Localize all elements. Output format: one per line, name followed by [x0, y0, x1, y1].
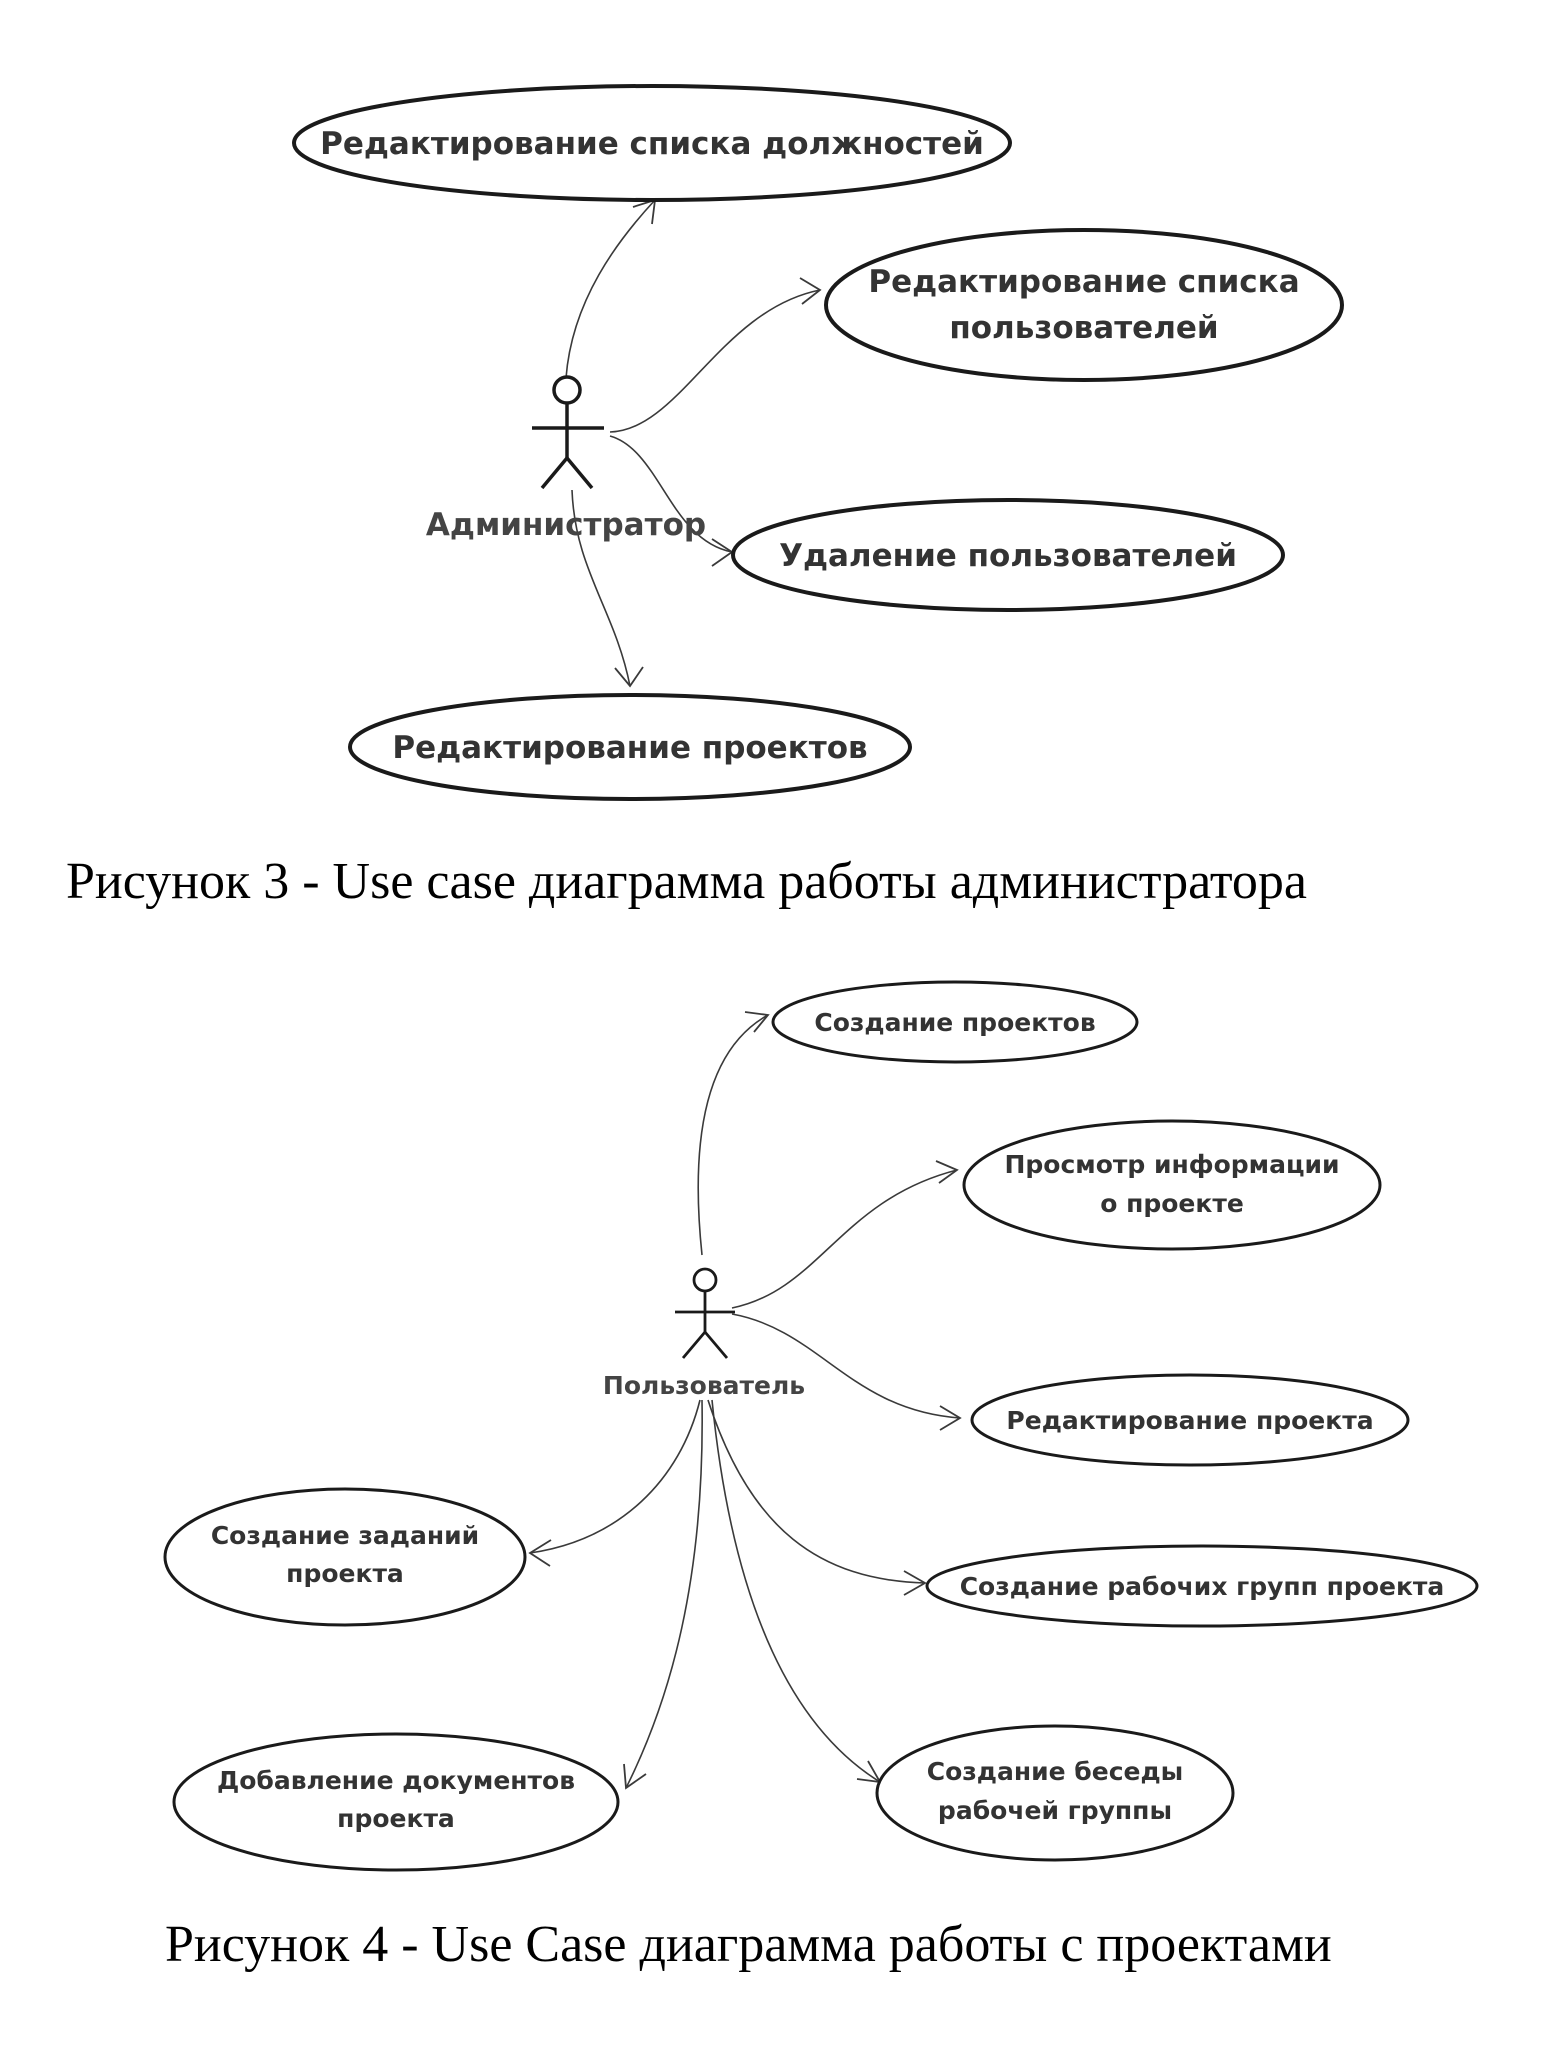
actor-label-administrator: Администратор	[426, 507, 706, 543]
arrowhead-user-edit-project	[939, 1405, 962, 1431]
use-case-label: Создание заданий	[211, 1521, 479, 1550]
use-case-add-documents: Добавление документов проекта	[172, 1732, 620, 1872]
use-case-label: Добавление документов	[217, 1766, 575, 1795]
actor-head	[692, 1267, 718, 1293]
actor-label-user: Пользователь	[603, 1371, 805, 1400]
association-user-view-info	[731, 1169, 958, 1309]
arrowhead-user-create-tasks	[528, 1539, 552, 1567]
arrowhead-user-create-groups	[903, 1570, 927, 1596]
use-case-label: Редактирование списка	[868, 264, 1299, 300]
actor-left-leg	[681, 1331, 707, 1359]
association-user-create-groups	[707, 1399, 926, 1584]
use-case-label: о проекте	[1100, 1189, 1244, 1218]
association-admin-delete-users	[609, 435, 733, 553]
arrowhead-admin-projects	[614, 666, 644, 688]
use-case-edit-project: Редактирование проекта	[970, 1373, 1410, 1467]
use-case-edit-projects: Редактирование проектов	[348, 693, 912, 801]
arrowhead-user-create-projects	[744, 1011, 770, 1033]
association-user-create-tasks	[529, 1399, 701, 1554]
use-case-label: Редактирование проекта	[1006, 1406, 1373, 1435]
actor-head	[552, 375, 582, 405]
use-case-label: Просмотр информации	[1004, 1150, 1339, 1179]
association-user-create-chat	[711, 1399, 881, 1783]
use-case-label: Удаление пользователей	[779, 538, 1237, 574]
association-user-add-documents	[625, 1399, 703, 1789]
use-case-edit-users-list: Редактирование списка пользователей	[824, 228, 1344, 382]
association-admin-projects	[571, 489, 631, 687]
use-case-label: проекта	[286, 1559, 404, 1588]
use-case-label: Создание проектов	[814, 1008, 1095, 1037]
use-case-label: пользователей	[949, 310, 1218, 346]
arrowhead-admin-delete-users	[711, 538, 734, 567]
association-user-edit-project	[731, 1313, 961, 1419]
figure-4-caption: Рисунок 4 - Use Case диаграмма работы с …	[165, 1916, 1332, 1973]
use-case-create-tasks: Создание заданий проекта	[163, 1487, 527, 1627]
actor-left-leg	[540, 456, 569, 490]
use-case-label: Создание рабочих групп проекта	[960, 1572, 1445, 1601]
diagram-administrator: Администратор Редактирование списка долж…	[292, 84, 1344, 801]
use-case-view-project-info: Просмотр информации о проекте	[962, 1119, 1382, 1251]
association-admin-users-list	[609, 289, 821, 433]
use-case-label: рабочей группы	[938, 1796, 1172, 1825]
use-case-create-group-chat: Создание беседы рабочей группы	[875, 1724, 1235, 1862]
use-case-label: проекта	[337, 1804, 455, 1833]
arrowhead-user-add-documents	[623, 1763, 647, 1790]
use-case-create-work-groups: Создание рабочих групп проекта	[925, 1544, 1479, 1628]
use-case-create-projects: Создание проектов	[771, 980, 1139, 1064]
actor-user	[675, 1267, 735, 1359]
actor-right-leg	[703, 1331, 729, 1359]
arrowhead-user-view-info	[935, 1160, 959, 1184]
use-case-label: Редактирование проектов	[392, 730, 867, 766]
association-user-create-projects	[697, 1014, 769, 1256]
arrowhead-user-create-chat	[856, 1760, 882, 1784]
association-admin-positions	[565, 199, 656, 379]
actor-administrator	[532, 375, 604, 490]
actor-right-leg	[565, 456, 594, 490]
diagram-user-projects: Пользователь Создание проектов Просмотр …	[163, 980, 1479, 1872]
arrowhead-admin-users-list	[799, 277, 822, 305]
use-case-delete-users: Удаление пользователей	[731, 498, 1285, 612]
figure-3-caption: Рисунок 3 - Use case диаграмма работы ад…	[66, 853, 1307, 910]
use-case-edit-positions: Редактирование списка должностей	[292, 84, 1012, 202]
use-case-label: Редактирование списка должностей	[320, 126, 984, 162]
use-case-label: Создание беседы	[927, 1757, 1184, 1786]
